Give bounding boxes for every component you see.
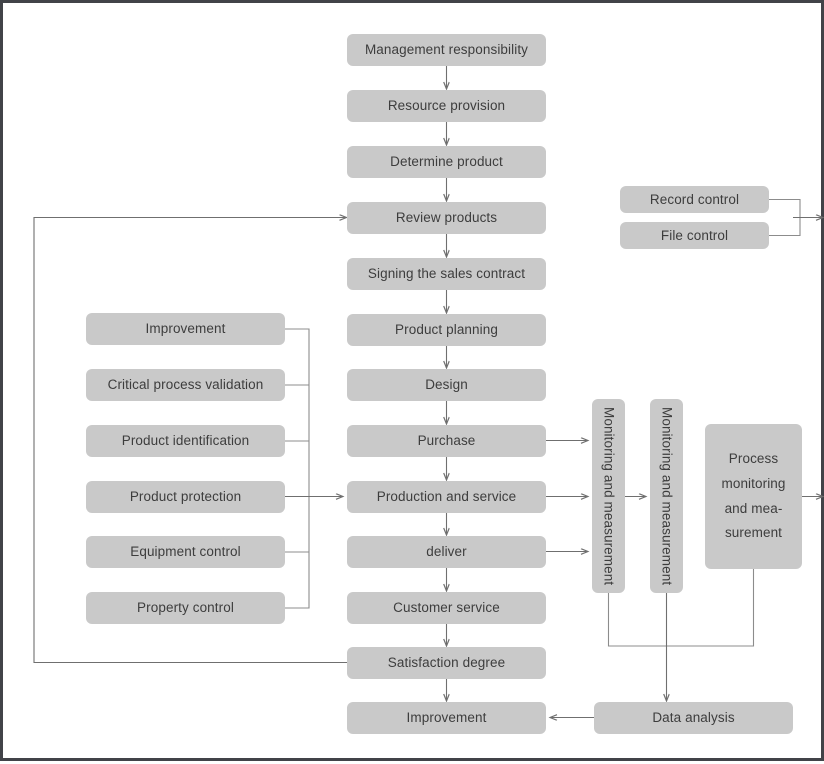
- node-record-control[interactable]: Record control: [620, 186, 769, 213]
- node-data-analysis[interactable]: Data analysis: [594, 702, 793, 734]
- node-customer-service[interactable]: Customer service: [347, 592, 546, 624]
- node-equipment-control[interactable]: Equipment control: [86, 536, 285, 568]
- node-design[interactable]: Design: [347, 369, 546, 401]
- node-determine-product[interactable]: Determine product: [347, 146, 546, 178]
- support-column-bus: [285, 328, 310, 609]
- document-control-bus: [769, 198, 801, 237]
- node-product-planning[interactable]: Product planning: [347, 314, 546, 346]
- node-product-protection[interactable]: Product protection: [86, 481, 285, 513]
- process-monitoring-line-4: surement: [724, 525, 783, 541]
- node-property-control[interactable]: Property control: [86, 592, 285, 624]
- node-monitoring-and-measurement-1[interactable]: Monitoring and measurement: [592, 399, 625, 593]
- process-monitoring-line-2: monitoring: [721, 475, 786, 491]
- node-satisfaction-degree[interactable]: Satisfaction degree: [347, 647, 546, 679]
- node-file-control[interactable]: File control: [620, 222, 769, 249]
- node-process-monitoring-and-measurement[interactable]: Process monitoring and mea- surement: [705, 424, 802, 569]
- node-purchase[interactable]: Purchase: [347, 425, 546, 457]
- process-monitoring-line-1: Process: [728, 450, 779, 466]
- node-improvement[interactable]: Improvement: [86, 313, 285, 345]
- node-product-identification[interactable]: Product identification: [86, 425, 285, 457]
- node-management-responsibility[interactable]: Management responsibility: [347, 34, 546, 66]
- process-monitoring-line-3: and mea-: [724, 500, 783, 516]
- node-improvement-bottom[interactable]: Improvement: [347, 702, 546, 734]
- node-deliver[interactable]: deliver: [347, 536, 546, 568]
- node-production-and-service[interactable]: Production and service: [347, 481, 546, 513]
- node-signing-the-sales-contract[interactable]: Signing the sales contract: [347, 258, 546, 290]
- node-resource-provision[interactable]: Resource provision: [347, 90, 546, 122]
- node-critical-process-validation[interactable]: Critical process validation: [86, 369, 285, 401]
- node-review-products[interactable]: Review products: [347, 202, 546, 234]
- node-monitoring-and-measurement-2[interactable]: Monitoring and measurement: [650, 399, 683, 593]
